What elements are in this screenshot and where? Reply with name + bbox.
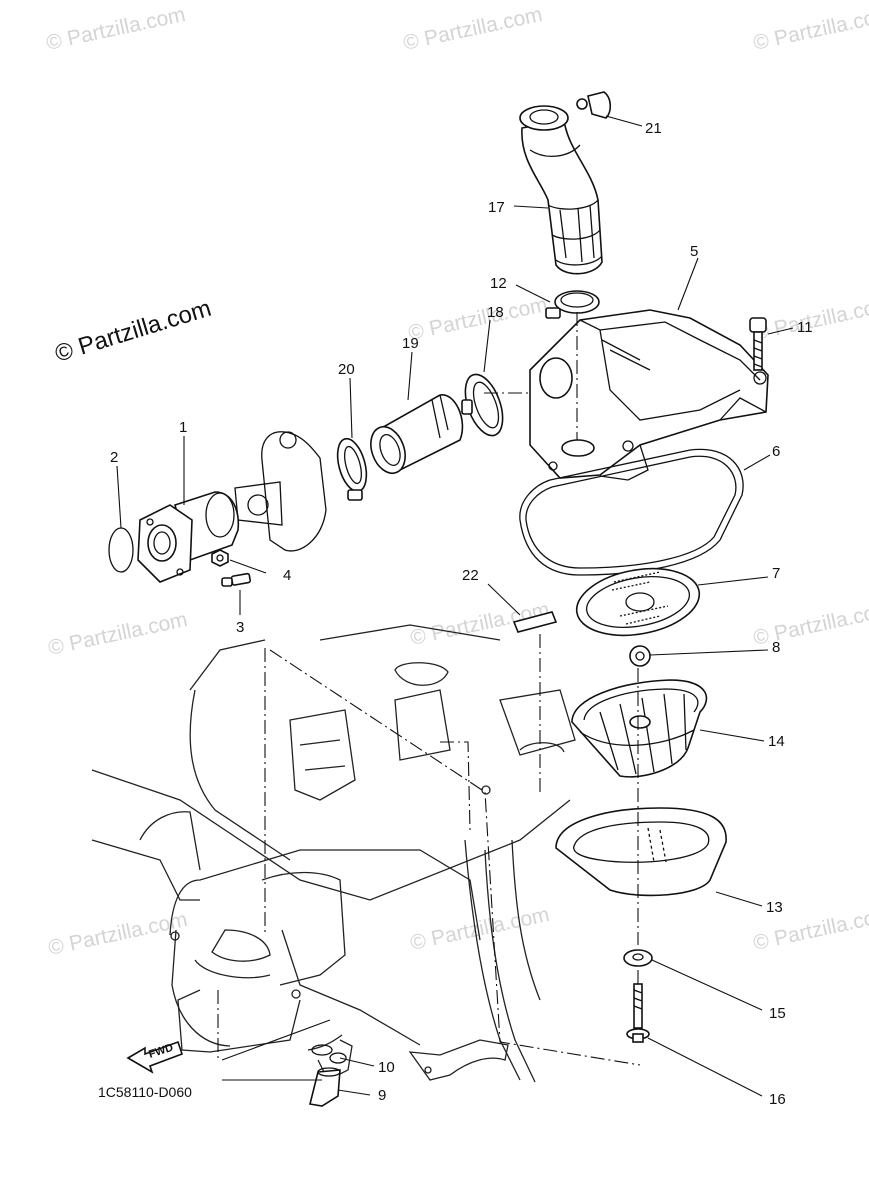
callout-6: 6 bbox=[772, 443, 780, 460]
watermark: © Partzilla.com bbox=[401, 3, 544, 55]
callout-22: 22 bbox=[462, 567, 479, 584]
callout-19: 19 bbox=[402, 335, 419, 352]
watermarks: © Partzilla.com © Partzilla.com © Partzi… bbox=[44, 3, 869, 960]
part-10-clip bbox=[311, 1044, 347, 1064]
part-22-label bbox=[512, 611, 558, 633]
watermark: © Partzilla.com bbox=[751, 3, 869, 55]
watermark-large: © Partzilla.com bbox=[52, 295, 215, 368]
part-15-washer bbox=[623, 949, 653, 967]
watermark: © Partzilla.com bbox=[408, 903, 551, 955]
callouts: 21 17 12 5 11 18 19 20 1 2 6 4 3 22 7 8 … bbox=[110, 120, 813, 1108]
part-2-o-ring bbox=[108, 527, 134, 573]
part-9-drain-cap bbox=[309, 1067, 341, 1107]
watermark: © Partzilla.com bbox=[46, 608, 189, 660]
part-13-element bbox=[555, 807, 727, 897]
watermark: © Partzilla.com bbox=[751, 598, 869, 650]
part-17-intake-duct bbox=[519, 105, 603, 275]
callout-2: 2 bbox=[110, 449, 118, 466]
part-4-nut bbox=[211, 549, 229, 567]
part-6-gasket bbox=[519, 448, 744, 576]
leader-lines bbox=[116, 115, 794, 1097]
callout-11: 11 bbox=[797, 319, 813, 336]
callout-12: 12 bbox=[490, 275, 507, 292]
frame-outline bbox=[91, 624, 576, 1083]
part-14-element-cage bbox=[571, 679, 708, 778]
diagram-code: 1C58110-D060 bbox=[98, 1084, 192, 1100]
callout-4: 4 bbox=[283, 567, 291, 584]
part-11-bolt bbox=[749, 317, 767, 371]
part-12-clamp bbox=[545, 290, 600, 319]
callout-3: 3 bbox=[236, 619, 244, 636]
watermark: © Partzilla.com bbox=[44, 3, 187, 55]
callout-13: 13 bbox=[766, 899, 783, 916]
callout-17: 17 bbox=[488, 199, 505, 216]
part-8-washer bbox=[629, 645, 651, 667]
part-19-joint bbox=[370, 394, 473, 475]
callout-21: 21 bbox=[645, 120, 662, 137]
part-7-element bbox=[575, 567, 701, 637]
part-16-bolt bbox=[626, 983, 650, 1043]
part-5-air-cleaner-case bbox=[529, 309, 769, 481]
part-1-manifold bbox=[137, 491, 240, 583]
callout-9: 9 bbox=[378, 1087, 386, 1104]
callout-7: 7 bbox=[772, 565, 780, 582]
callout-15: 15 bbox=[769, 1005, 786, 1022]
callout-16: 16 bbox=[769, 1091, 786, 1108]
callout-1: 1 bbox=[179, 419, 187, 436]
fwd-arrow: FWD bbox=[126, 1040, 184, 1074]
callout-10: 10 bbox=[378, 1059, 395, 1076]
watermark: © Partzilla.com bbox=[406, 293, 549, 345]
callout-5: 5 bbox=[690, 243, 698, 260]
callout-14: 14 bbox=[768, 733, 785, 750]
guide-lines bbox=[217, 312, 641, 1066]
part-20-clamp bbox=[336, 437, 368, 501]
callout-8: 8 bbox=[772, 639, 780, 656]
carburetor-outline bbox=[234, 431, 327, 552]
callout-20: 20 bbox=[338, 361, 355, 378]
callout-18: 18 bbox=[487, 304, 504, 321]
watermark: © Partzilla.com bbox=[46, 908, 189, 960]
part-21-elbow-fitting bbox=[576, 91, 612, 119]
part-3-bolt bbox=[221, 572, 252, 587]
